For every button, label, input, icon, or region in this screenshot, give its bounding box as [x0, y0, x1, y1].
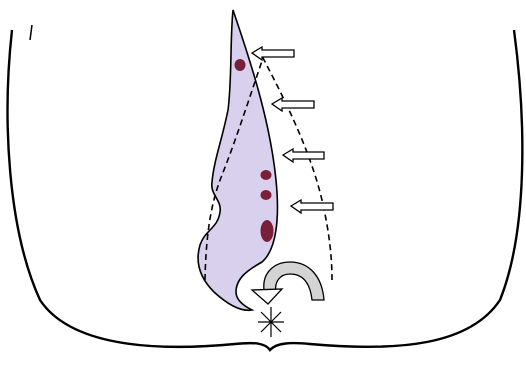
pit-1 — [235, 59, 246, 71]
shift-arrow-1 — [252, 47, 294, 60]
cleft-tick-left — [30, 25, 32, 40]
pit-2 — [261, 170, 272, 180]
anus-marker-star — [258, 307, 284, 337]
pit-3 — [261, 190, 272, 200]
rotation-arrow — [252, 262, 324, 304]
shift-arrow-4 — [291, 200, 333, 213]
shift-arrow-2 — [272, 98, 314, 111]
pit-4 — [261, 220, 274, 242]
shift-arrow-3 — [283, 149, 324, 162]
